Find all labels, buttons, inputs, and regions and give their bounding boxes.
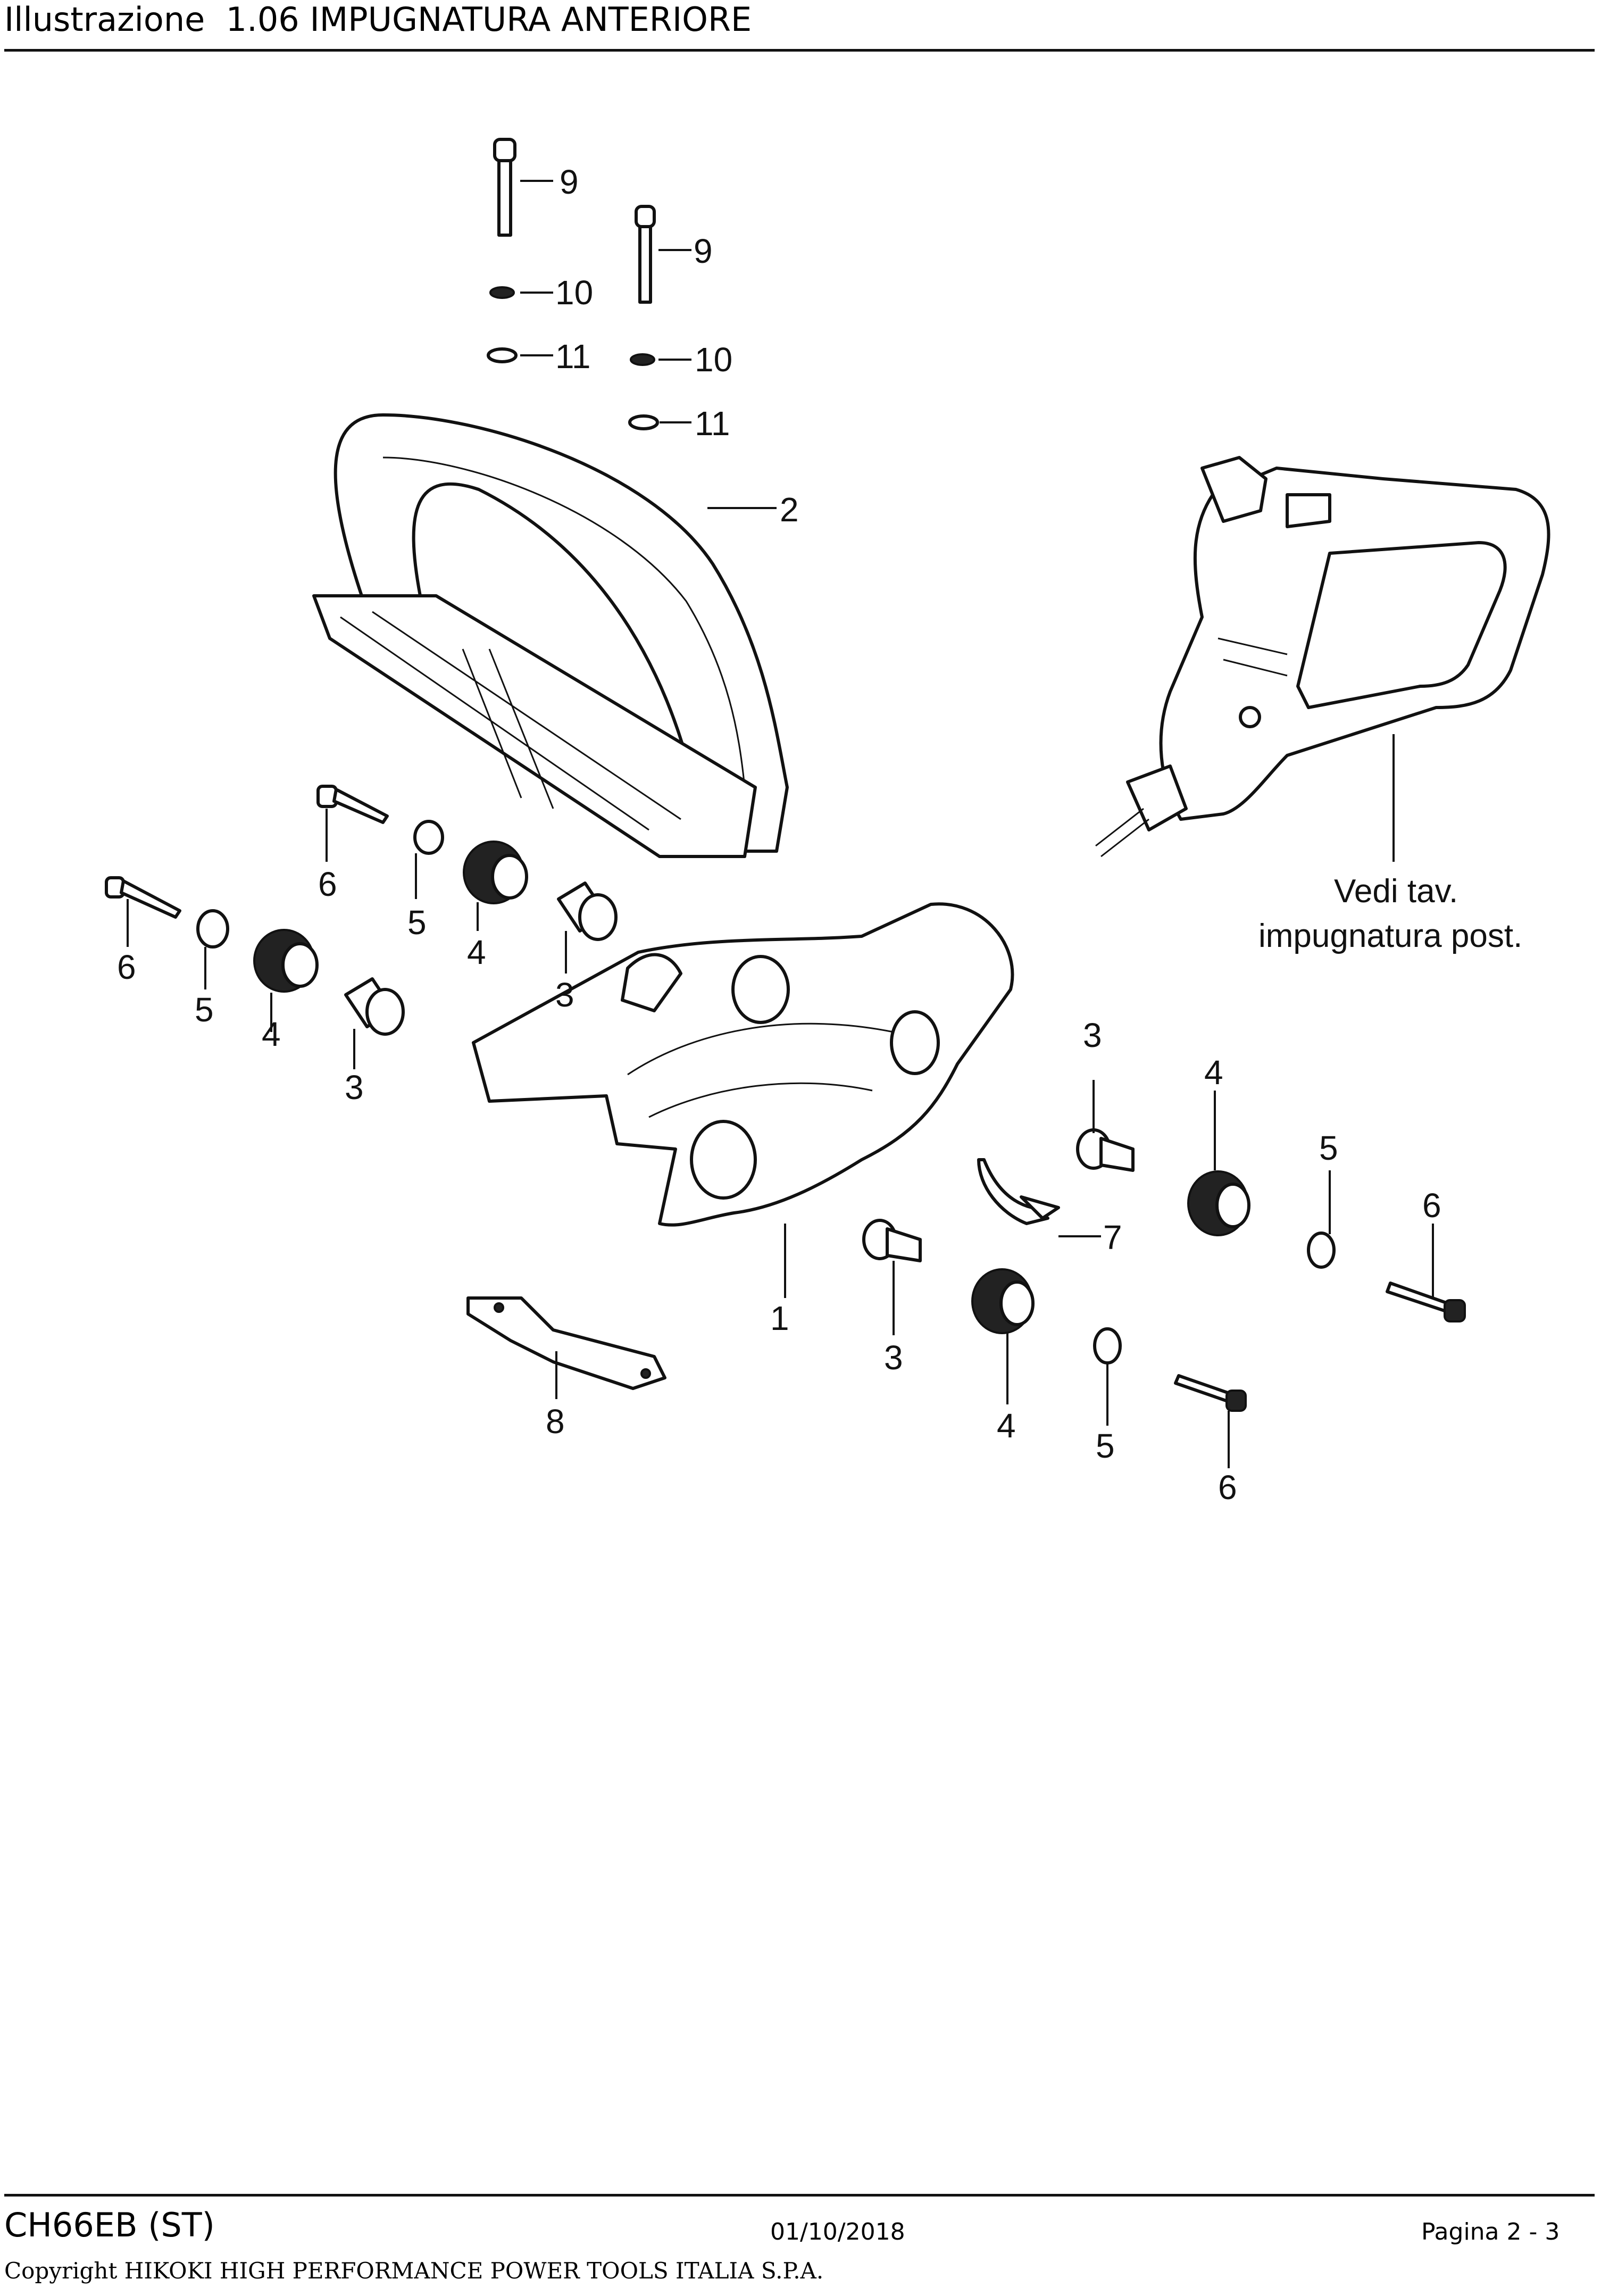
rear-handle — [1095, 456, 1550, 858]
screw-6-upper-right — [1386, 1282, 1466, 1322]
callout-10-right: 10 — [695, 340, 732, 379]
screw-6-lower-right — [1174, 1374, 1247, 1412]
callout-4-lower-right: 4 — [997, 1407, 1016, 1445]
callout-3-lower-left: 3 — [345, 1068, 364, 1107]
washer-10-left — [489, 286, 515, 299]
callout-5-lower-right: 5 — [1096, 1427, 1115, 1465]
callout-11-right: 11 — [695, 404, 730, 443]
header-divider — [4, 49, 1595, 52]
rear-handle-note-line1: Vedi tav. — [1334, 873, 1458, 910]
bushing-3-upper-left — [557, 881, 618, 941]
bushing-3-upper-right — [1076, 1128, 1135, 1172]
callout-9-left: 9 — [560, 163, 579, 201]
callout-10-left: 10 — [555, 273, 593, 312]
washer-5-upper-right — [1307, 1232, 1336, 1269]
damper-4-lower-right — [971, 1268, 1035, 1334]
footer-divider — [4, 2194, 1595, 2197]
callout-4-upper-left: 4 — [467, 933, 486, 971]
callout-11-left: 11 — [555, 337, 590, 376]
bushing-3-lower-left — [344, 977, 405, 1036]
copyright-notice: Copyright HIKOKI HIGH PERFORMANCE POWER … — [4, 2258, 824, 2284]
washer-5-lower-right — [1093, 1327, 1122, 1365]
rear-handle-note-line2: impugnatura post. — [1258, 918, 1522, 954]
callout-4-lower-left: 4 — [262, 1015, 281, 1053]
callout-6-upper-right: 6 — [1422, 1186, 1441, 1225]
screw-6-lower-left — [105, 876, 181, 919]
front-handle-loop — [312, 413, 789, 858]
screw-9-right — [635, 205, 656, 304]
callout-8: 8 — [546, 1402, 565, 1441]
callout-3-upper-right: 3 — [1083, 1016, 1102, 1054]
washer-10-right — [630, 353, 655, 366]
page-title: Illustrazione 1.06 IMPUGNATURA ANTERIORE — [4, 0, 752, 39]
washer-11-right — [628, 414, 659, 430]
bushing-3-lower-right — [862, 1219, 922, 1262]
screw-9-left — [493, 138, 516, 237]
callout-6-upper-left: 6 — [318, 865, 337, 903]
washer-5-lower-left — [196, 909, 229, 949]
callout-3-lower-right: 3 — [884, 1338, 903, 1377]
callout-9-right: 9 — [694, 232, 713, 270]
callout-6-lower-left: 6 — [117, 948, 136, 986]
callout-7: 7 — [1103, 1218, 1122, 1257]
model-label: CH66EB (ST) — [4, 2206, 215, 2244]
page-number: Pagina 2 - 3 — [1421, 2218, 1560, 2245]
clip-7 — [977, 1158, 1060, 1225]
callout-6-lower-right: 6 — [1218, 1468, 1237, 1507]
callout-5-upper-left: 5 — [407, 903, 427, 942]
front-handle-bracket — [472, 902, 1014, 1227]
callout-5-lower-left: 5 — [195, 991, 214, 1029]
damper-4-upper-left — [463, 841, 528, 904]
damper-4-upper-right — [1187, 1170, 1250, 1236]
plate-8 — [466, 1296, 666, 1390]
date-label: 01/10/2018 — [770, 2218, 905, 2245]
callout-1: 1 — [770, 1299, 789, 1337]
screw-6-upper-left — [316, 785, 389, 824]
damper-4-lower-left — [253, 929, 319, 993]
callout-5-upper-right: 5 — [1319, 1129, 1338, 1167]
callout-2: 2 — [780, 490, 799, 529]
washer-5-upper-left — [413, 820, 444, 855]
callout-3-upper-left: 3 — [555, 976, 574, 1014]
callout-4-upper-right: 4 — [1204, 1053, 1223, 1092]
washer-11-left — [487, 347, 518, 363]
